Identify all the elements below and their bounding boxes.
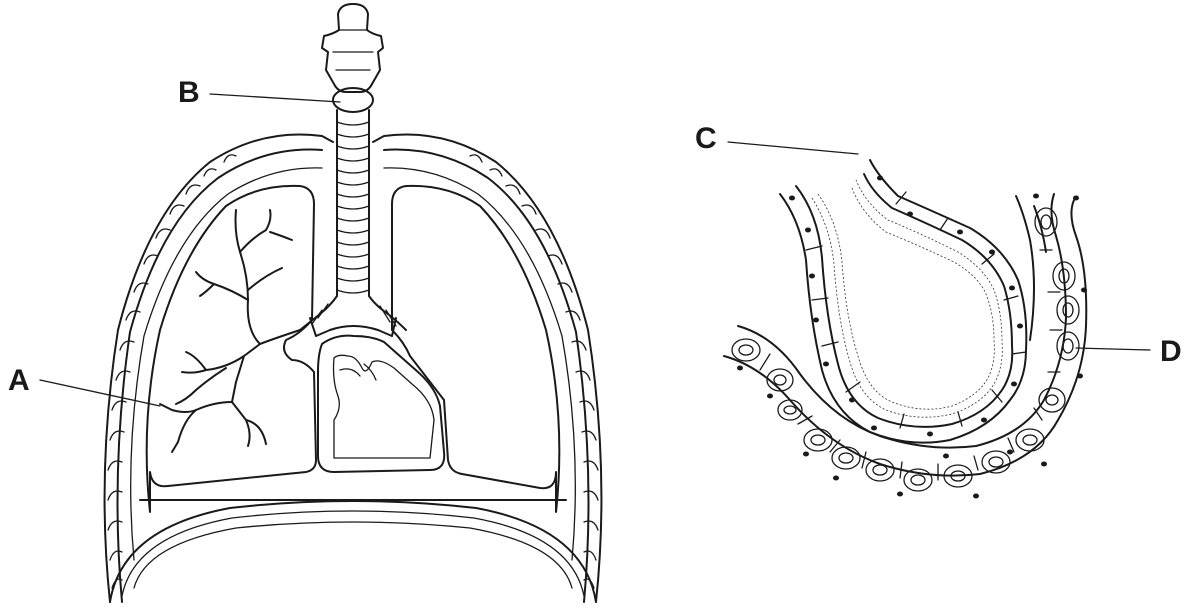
ribs-right bbox=[470, 155, 598, 588]
trachea bbox=[337, 110, 369, 296]
bronchial-tree bbox=[160, 210, 300, 452]
leader-lines bbox=[40, 94, 1150, 406]
left-lung bbox=[147, 186, 316, 512]
right-lung bbox=[392, 186, 559, 512]
label-d: D bbox=[1160, 337, 1182, 367]
leader-line-a bbox=[40, 380, 160, 406]
bronchi bbox=[300, 296, 406, 336]
alveolus-diagram bbox=[724, 160, 1087, 499]
diaphragm bbox=[110, 501, 596, 602]
leader-line-c bbox=[728, 142, 858, 154]
larynx bbox=[322, 4, 383, 92]
ribs-left bbox=[108, 155, 236, 588]
label-a: A bbox=[8, 366, 30, 396]
leader-line-b bbox=[210, 94, 340, 102]
alveolar-wall bbox=[780, 160, 1026, 443]
capillary-outer bbox=[724, 200, 1086, 476]
label-b: B bbox=[178, 78, 200, 108]
label-c: C bbox=[695, 124, 717, 154]
leader-line-d bbox=[1076, 348, 1150, 350]
